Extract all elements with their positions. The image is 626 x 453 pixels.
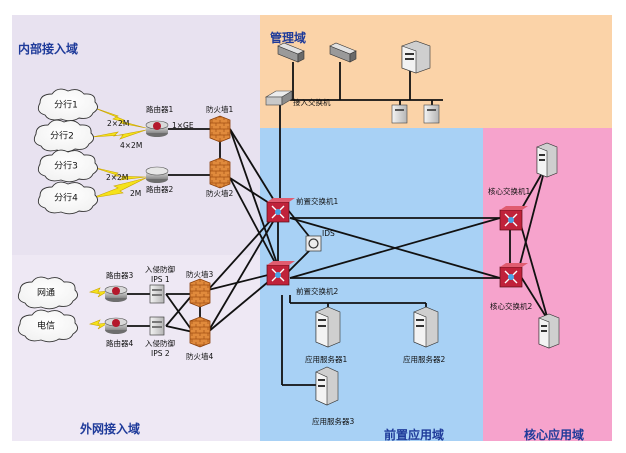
front-switch-2-icon (266, 261, 295, 286)
front-app-zone (260, 128, 483, 441)
app-server-3-label: 应用服务器3 (312, 417, 355, 426)
cloud-branch-4 (37, 181, 98, 215)
ids-label: IDS (322, 229, 335, 238)
ips-1-id-label: IPS 1 (151, 275, 170, 284)
access-switch-label: 接入交换机 (293, 98, 331, 107)
branch-1-label: 分行1 (54, 100, 78, 111)
router-1-label: 路由器1 (146, 105, 174, 114)
branch-3-label: 分行3 (54, 161, 78, 172)
firewall-3-label: 防火墙3 (186, 270, 214, 279)
firewall-1-icon (209, 115, 231, 143)
cloud-branch-1 (37, 88, 98, 122)
management-device-1-icon (277, 42, 305, 63)
front-app-zone-title: 前置应用域 (384, 428, 445, 442)
link-label-3: 2×2M (106, 173, 129, 182)
router-2-icon (145, 166, 169, 183)
carrier-telecom-label: 电信 (36, 321, 56, 332)
app-server-1-icon (315, 306, 341, 348)
app-server-1-label: 应用服务器1 (305, 355, 348, 364)
connection-lines (126, 62, 549, 386)
ips-1-icon (149, 284, 165, 304)
router-3-icon (104, 285, 128, 302)
app-server-2-label: 应用服务器2 (403, 355, 446, 364)
router-4-icon (104, 317, 128, 334)
front-switch-1-label: 前置交换机1 (296, 197, 339, 206)
management-pc-2-icon (423, 104, 440, 124)
carrier-netcom-label: 网通 (36, 288, 56, 299)
router-3-label: 路由器3 (106, 271, 134, 280)
firewall-2-label: 防火墙2 (206, 189, 234, 198)
router-4-label: 路由器4 (106, 339, 134, 348)
branch-4-label: 分行4 (54, 193, 78, 204)
front-switch-1-icon (266, 198, 295, 223)
router-1-icon (145, 120, 169, 137)
core-server-2-icon (538, 313, 560, 349)
core-switch-2-icon (499, 263, 528, 288)
ips-2-icon (149, 316, 165, 336)
firewall-2-icon (209, 157, 231, 189)
front-switch-2-label: 前置交换机2 (296, 287, 339, 296)
core-switch-1-label: 核心交换机1 (488, 187, 531, 196)
link-label-5: 1×GE (172, 121, 194, 130)
management-zone-title: 管理域 (270, 31, 307, 45)
app-server-3-icon (315, 366, 339, 406)
link-label-4: 2M (130, 189, 142, 198)
cloud-netcom (17, 276, 78, 310)
branch-2-label: 分行2 (50, 131, 74, 142)
link-label-1: 2×2M (107, 119, 130, 128)
cloud-telecom (17, 309, 78, 343)
ids-icon (305, 235, 322, 252)
external-access-zone-title: 外网接入域 (80, 422, 141, 436)
firewall-3-icon (189, 278, 211, 308)
management-device-2-icon (329, 42, 357, 63)
ips-1-label: 入侵防御 (145, 265, 175, 274)
core-app-zone-title: 核心应用域 (524, 428, 585, 442)
core-switch-1-icon (499, 206, 528, 231)
firewall-4-icon (189, 316, 211, 348)
firewall-1-label: 防火墙1 (206, 105, 234, 114)
link-label-2: 4×2M (120, 141, 143, 150)
access-switch-icon (264, 90, 294, 106)
ips-2-label: 入侵防御 (145, 339, 175, 348)
internal-access-zone-title: 内部接入域 (18, 42, 79, 56)
firewall-4-label: 防火墙4 (186, 352, 214, 361)
management-pc-1-icon (391, 104, 408, 124)
ips-2-id-label: IPS 2 (151, 349, 170, 358)
cloud-branch-2 (33, 119, 94, 153)
core-server-1-icon (536, 142, 558, 178)
core-switch-2-label: 核心交换机2 (490, 302, 533, 311)
app-server-2-icon (413, 306, 439, 348)
router-2-label: 路由器2 (146, 185, 174, 194)
management-server-icon (401, 40, 431, 74)
cloud-branch-3 (37, 149, 98, 183)
